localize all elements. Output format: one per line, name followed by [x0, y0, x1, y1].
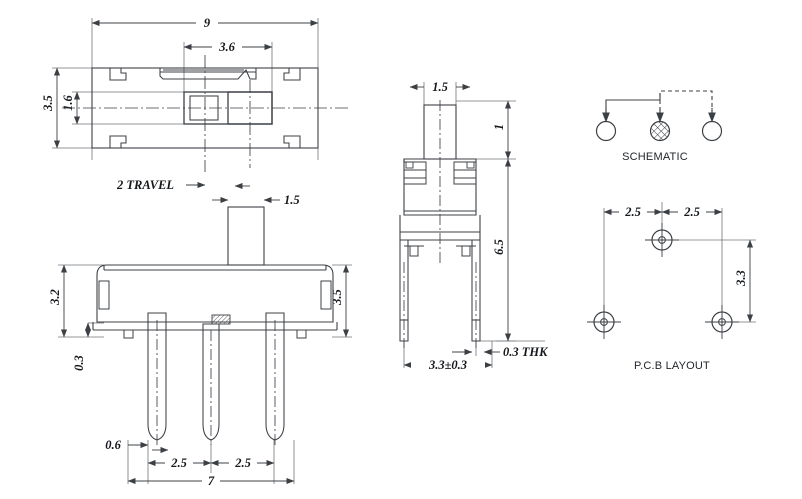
side-view-tabs [404, 245, 476, 257]
schematic-terminal-3 [701, 120, 723, 142]
side-view-extension-lines [403, 82, 545, 368]
dim-side-knob-width: 1.5 [409, 80, 471, 94]
dim-label-pcb-row-spacing: 3.3 [734, 270, 748, 287]
front-view: 2 TRAVEL 1.5 [48, 178, 352, 488]
side-view-centerlines [403, 100, 477, 348]
dim-top-overall-length: 9 [91, 14, 319, 30]
schematic-solid-link [605, 93, 661, 118]
dim-label-pin-width: 0.6 [105, 438, 121, 452]
dim-label-pitch-left: 2.5 [170, 456, 187, 470]
dim-label-side-knob-height: 1 [492, 124, 506, 130]
front-view-pin-centerlines [156, 320, 276, 445]
schematic-caption: SCHEMATIC [622, 151, 688, 163]
dim-top-inner-width: 1.6 [61, 91, 81, 125]
pcb-pad-bottom-left [587, 305, 621, 339]
front-view-body [92, 264, 338, 331]
front-view-pins [147, 312, 285, 441]
front-view-extension-lines [58, 264, 352, 484]
dim-pin-span: 7 [127, 473, 295, 488]
schematic-terminal-1 [595, 120, 617, 142]
dim-label-front-knob-width: 1.5 [284, 193, 300, 207]
pcb-extension-lines [603, 202, 756, 330]
dim-travel: 2 TRAVEL [116, 178, 206, 192]
pcb-layout: 2.5 2.5 3.3 P.C.B LAY [587, 202, 756, 372]
dim-label-top-overall-width: 3.5 [41, 95, 55, 112]
dim-label-travel: 2 TRAVEL [116, 178, 174, 192]
schematic-dashed-link [659, 90, 713, 118]
dim-label-pin-span: 7 [208, 474, 215, 488]
dim-pcb-pitch: 2.5 2.5 [603, 204, 723, 219]
dim-label-side-knob-width: 1.5 [432, 80, 448, 94]
dim-side-body-width: 3.3±0.3 [403, 356, 493, 372]
schematic: SCHEMATIC [595, 90, 723, 163]
pcb-pad-top [645, 223, 679, 257]
dim-label-top-inner-width: 1.6 [61, 94, 75, 110]
dim-knob-width: 1.5 [212, 182, 300, 207]
dim-front-overall-height: 3.5 [330, 264, 350, 338]
dim-label-terminal-thickness: 0.3 THK [503, 345, 549, 359]
schematic-terminal-common [649, 120, 671, 142]
dim-top-slider-window: 3.6 [183, 38, 273, 54]
dim-label-pitch-right: 2.5 [234, 456, 251, 470]
front-view-mount-tabs [123, 330, 307, 339]
top-view-centerlines [62, 55, 348, 172]
dim-label-overall-length: 9 [204, 16, 211, 30]
dim-front-body-height: 3.2 [48, 264, 68, 338]
front-view-hatch-marker [211, 314, 231, 325]
dim-terminal-offset: 0.3 [72, 322, 92, 371]
dim-terminal-thickness: 0.3 THK [452, 345, 549, 359]
dim-label-side-body-width: 3.3±0.3 [428, 358, 467, 372]
dim-label-slider-window: 3.6 [218, 40, 235, 54]
dim-label-terminal-offset: 0.3 [72, 355, 86, 371]
dim-pcb-row-spacing: 3.3 [734, 239, 754, 323]
dim-top-overall-width: 3.5 [41, 67, 61, 149]
dim-label-side-total-height: 6.5 [492, 239, 506, 255]
pcb-layout-caption: P.C.B LAYOUT [634, 360, 710, 372]
dim-label-front-overall-height: 3.5 [330, 289, 344, 306]
dim-side-total-height: 6.5 [492, 158, 512, 342]
top-view: 9 3.6 3.5 1.6 [41, 14, 348, 172]
top-view-corner-tabs [109, 68, 301, 148]
dim-label-pcb-pitch-right: 2.5 [683, 205, 700, 219]
dim-pin-width: 0.6 [105, 438, 169, 454]
dim-label-pcb-pitch-left: 2.5 [624, 205, 641, 219]
side-view-knob [423, 104, 457, 160]
dim-pin-pitch: 2.5 2.5 [147, 455, 275, 470]
side-view: 1.5 1 6.5 [399, 80, 549, 372]
pcb-pad-bottom-right [705, 305, 739, 339]
top-view-lever [159, 68, 257, 80]
front-view-knob [227, 206, 265, 266]
dim-side-knob-height: 1 [492, 100, 512, 160]
dim-label-body-height: 3.2 [48, 289, 62, 306]
